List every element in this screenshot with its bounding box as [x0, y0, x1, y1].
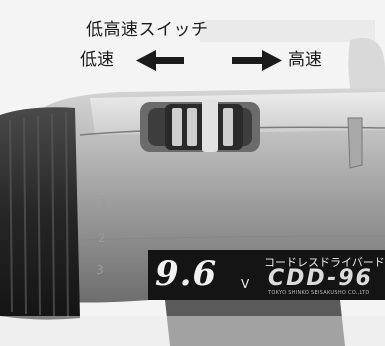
slow-speed-label: 低速 [80, 50, 114, 70]
dial-number-2: 2 [98, 231, 106, 245]
chuck-ridges [9, 111, 69, 318]
model-number: CDD-96 [268, 266, 373, 291]
body-detail-right [347, 117, 363, 169]
handle-shadow [0, 316, 385, 346]
right-arrow-icon [232, 50, 282, 71]
left-arrow-icon [136, 50, 184, 71]
product-name-label: コードレスドライバードリ [264, 256, 385, 269]
voltage-unit: V [241, 277, 250, 291]
dial-number-3: 3 [96, 263, 104, 277]
fast-speed-label: 高速 [288, 50, 322, 70]
maker-name: TOKYO SHINKO SEISAKUSHO CO.,LTD [268, 290, 370, 296]
drill-chuck [0, 107, 80, 320]
product-badge [148, 250, 385, 300]
switch-title-label: 低高速スイッチ [86, 20, 209, 40]
drill-body [40, 88, 385, 303]
faded-print [200, 20, 375, 42]
dial-number-1: 1 [100, 197, 108, 211]
body-seam-lower [81, 235, 385, 241]
speed-switch-slider [165, 100, 243, 152]
voltage-value: 9.6 [155, 254, 218, 294]
